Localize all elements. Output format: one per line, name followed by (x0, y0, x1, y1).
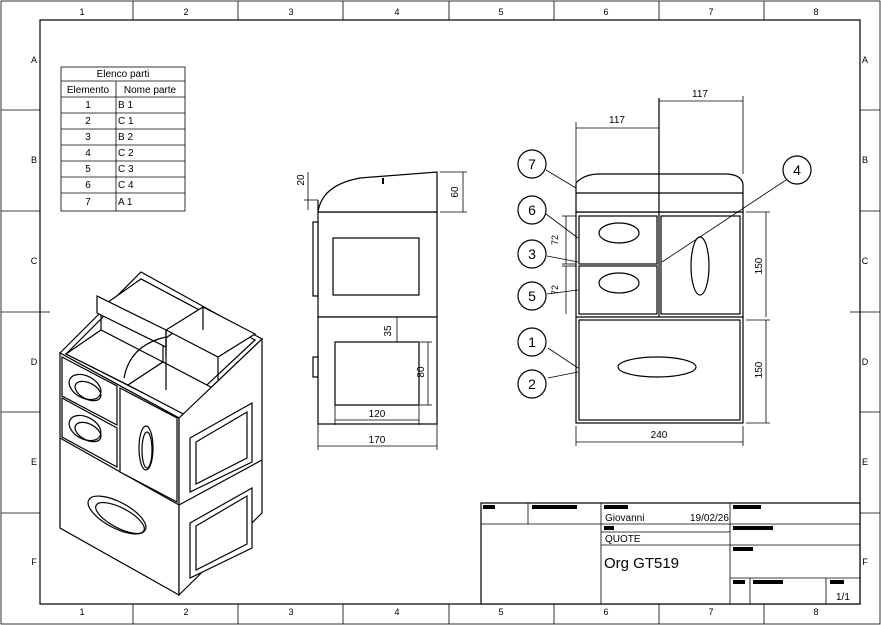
dim-drawer-72: 72 (550, 235, 560, 245)
dim-lid-height: 20 (296, 174, 307, 186)
title-block-author: Giovanni (605, 513, 644, 524)
parts-list-cell: C 2 (118, 148, 134, 159)
col-label-top: 4 (394, 7, 399, 17)
col-label-top: 2 (183, 7, 188, 17)
parts-list-cell: C 3 (118, 164, 134, 175)
dim-drawer-offset: 35 (383, 325, 394, 337)
parts-list-cell: C 4 (118, 180, 134, 191)
row-label-right: A (862, 55, 868, 65)
balloon-label: 1 (528, 334, 536, 350)
row-label-right: E (862, 457, 868, 467)
col-label-top: 7 (708, 7, 713, 17)
dim-top-height: 60 (450, 186, 461, 198)
balloon-label: 4 (793, 162, 801, 178)
dim-overall-width: 170 (369, 435, 386, 446)
row-label-right: B (862, 155, 868, 165)
balloon-label: 7 (528, 156, 536, 172)
parts-list-cell: 1 (85, 100, 91, 111)
dim-overall-width: 240 (651, 430, 668, 441)
title-block-date: 19/02/26 (690, 513, 729, 524)
dim-left-width: 117 (609, 115, 625, 126)
parts-list-table: Elenco parti Elemento Nome parte 1 B 1 2… (60, 66, 186, 212)
balloon-label: 2 (528, 376, 536, 392)
parts-list-cell: 3 (85, 132, 91, 143)
row-label-left: D (31, 357, 38, 367)
col-label-top: 8 (813, 7, 818, 17)
front-view-dimensions (562, 96, 770, 446)
col-label-bottom: 1 (79, 607, 84, 617)
col-label-bottom: 8 (813, 607, 818, 617)
col-label-bottom: 5 (498, 607, 503, 617)
parts-list-cell: B 2 (118, 132, 133, 143)
col-label-bottom: 7 (708, 607, 713, 617)
balloon-label: 3 (528, 246, 536, 262)
title-block-sheet: 1/1 (836, 592, 850, 603)
row-label-left: E (31, 457, 37, 467)
dim-drawer-width: 120 (369, 409, 386, 420)
isometric-view (59, 271, 264, 597)
col-label-top: 1 (79, 7, 84, 17)
col-label-bottom: 4 (394, 607, 399, 617)
parts-list-title: Elenco parti (97, 69, 150, 80)
col-label-top: 5 (498, 7, 503, 17)
parts-list-header: Elemento (67, 85, 110, 96)
row-label-right: D (862, 357, 869, 367)
row-label-right: F (862, 557, 868, 567)
parts-list-cell: 4 (85, 148, 91, 159)
parts-list-cell: A 1 (118, 197, 133, 208)
row-label-left: B (31, 155, 37, 165)
parts-list-cell: B 1 (118, 100, 133, 111)
dim-upper-height: 150 (754, 257, 765, 274)
col-label-bottom: 2 (183, 607, 188, 617)
row-label-left: A (31, 55, 37, 65)
col-label-bottom: 6 (603, 607, 608, 617)
side-view (312, 171, 438, 425)
parts-list-cell: 2 (85, 116, 91, 127)
row-label-left: F (31, 557, 37, 567)
row-label-right: C (862, 256, 869, 266)
dim-drawer-72: 72 (550, 285, 560, 295)
title-block-note: QUOTE (605, 534, 641, 545)
row-label-left: C (31, 256, 38, 266)
parts-list-cell: 6 (85, 180, 91, 191)
front-view (575, 98, 744, 424)
col-label-top: 6 (603, 7, 608, 17)
balloon-label: 5 (528, 288, 536, 304)
parts-list-cell: 7 (85, 197, 91, 208)
col-label-bottom: 3 (288, 607, 293, 617)
title-block: Giovanni 19/02/26 QUOTE Org GT519 1/1 (480, 502, 861, 605)
side-view-dimensions (304, 171, 467, 450)
dim-lower-height: 150 (754, 361, 765, 378)
title-block-drawing-title: Org GT519 (604, 555, 679, 572)
part-balloons: 7 6 3 5 1 2 4 (517, 149, 812, 399)
col-label-top: 3 (288, 7, 293, 17)
dim-right-width: 117 (692, 89, 708, 100)
parts-list-cell: 5 (85, 164, 91, 175)
balloon-label: 6 (528, 202, 536, 218)
dim-drawer-height: 80 (416, 366, 427, 378)
parts-list-cell: C 1 (118, 116, 134, 127)
parts-list-header: Nome parte (124, 85, 177, 96)
